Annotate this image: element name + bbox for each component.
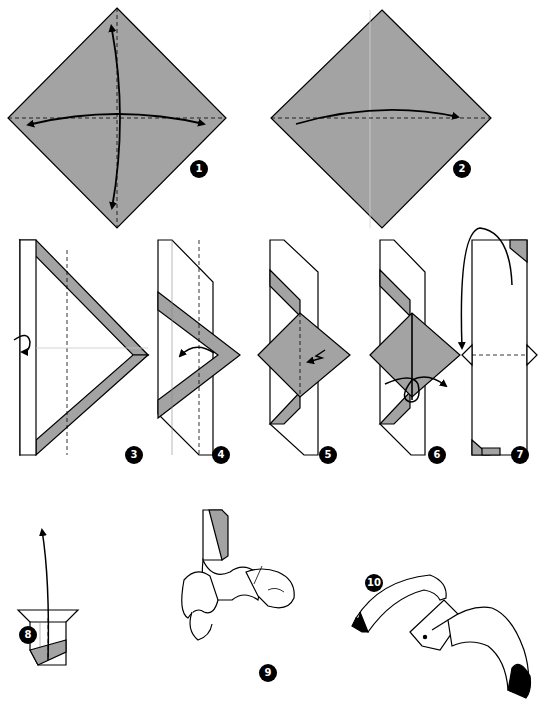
step-number: 5 — [319, 446, 337, 464]
step-number: 2 — [453, 160, 471, 178]
step-number: 10 — [365, 574, 383, 592]
step-number: 1 — [190, 160, 208, 178]
step-number: 4 — [212, 446, 230, 464]
step-number: 8 — [19, 626, 37, 644]
step-number: 6 — [428, 446, 446, 464]
step-number: 7 — [511, 446, 529, 464]
step-number: 9 — [259, 664, 277, 682]
step-number: 3 — [125, 446, 143, 464]
